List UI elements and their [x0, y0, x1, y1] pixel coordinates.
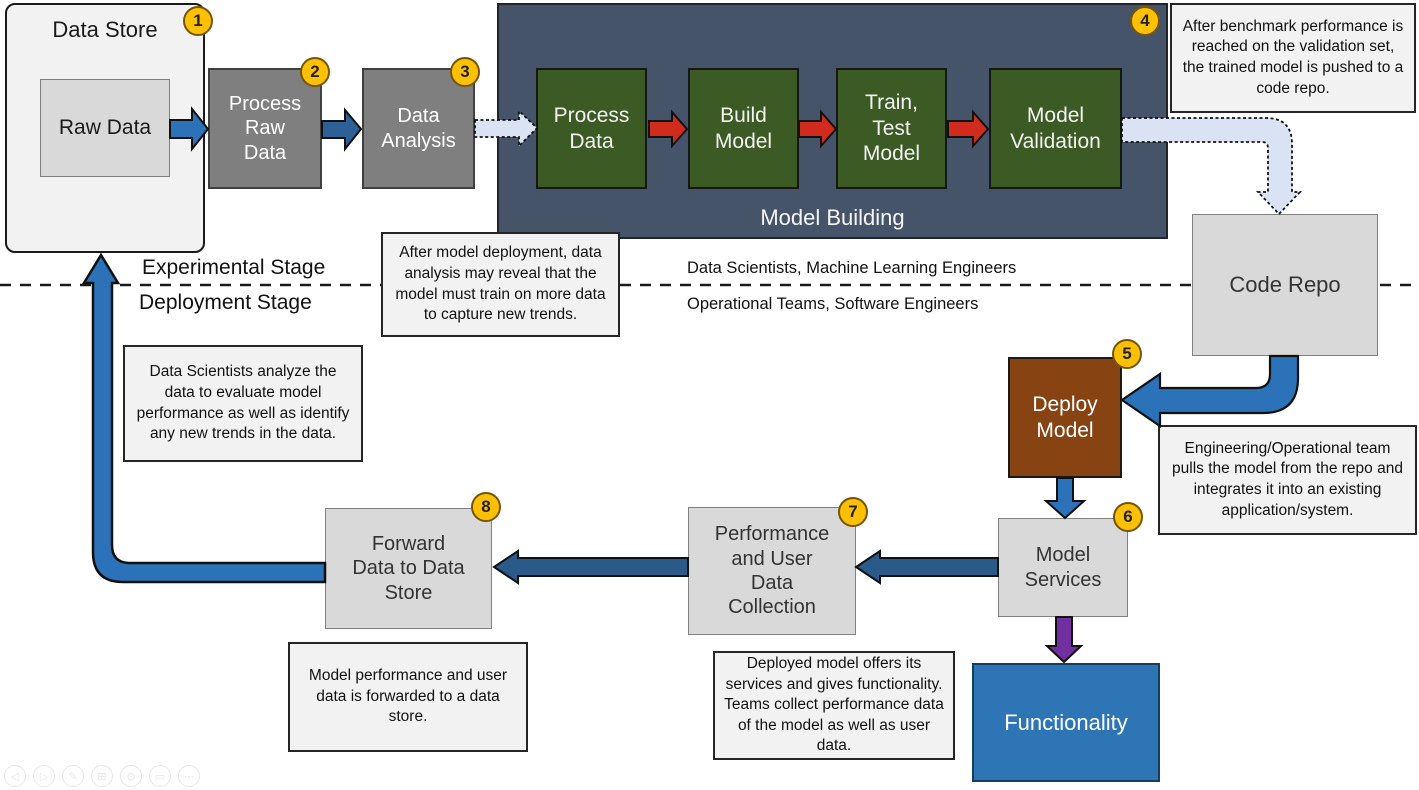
forward-data-label: Forward Data to Data Store: [352, 532, 465, 604]
experimental-stage-label: Experimental Stage: [142, 256, 326, 279]
train-test-model-box: Train, Test Model: [836, 68, 947, 189]
more-options-icon[interactable]: ⋯: [178, 765, 200, 787]
previous-slide-icon[interactable]: ◁: [4, 765, 26, 787]
train-test-model-label: Train, Test Model: [862, 91, 921, 166]
model-services-label: Model Services: [1024, 544, 1102, 591]
model-building-label: Model Building: [760, 205, 905, 230]
forward-data-box: Forward Data to Data Store: [325, 508, 492, 629]
raw-data-box: Raw Data: [40, 79, 170, 177]
see-all-slides-icon[interactable]: ⊞: [91, 765, 113, 787]
note-analyze: Data Scientists analyze the data to eval…: [123, 345, 363, 462]
next-slide-icon[interactable]: ▷: [33, 765, 55, 787]
note-retrain: After model deployment, data analysis ma…: [381, 232, 620, 337]
slideshow-toolbar: ◁ ▷ ✎ ⊞ ⊙ ▭ ⋯: [4, 765, 200, 787]
process-data-box: Process Data: [536, 68, 647, 189]
data-store-label: Data Store: [52, 17, 158, 42]
process-raw-data-box: Process Raw Data: [208, 68, 322, 189]
build-model-box: Build Model: [688, 68, 799, 189]
step-badge-8: 8: [471, 492, 501, 522]
pen-icon[interactable]: ✎: [62, 765, 84, 787]
code-repo-label: Code Repo: [1229, 272, 1341, 297]
model-validation-box: Model Validation: [989, 68, 1122, 189]
step-badge-1: 1: [183, 6, 213, 36]
deployment-stage-label: Deployment Stage: [139, 291, 312, 314]
note-forward: Model performance and user data is forwa…: [288, 642, 528, 752]
step-badge-5: 5: [1112, 339, 1142, 369]
process-data-label: Process Data: [553, 103, 630, 153]
step-badge-7: 7: [838, 497, 868, 527]
step-badge-4: 4: [1130, 6, 1160, 36]
model-validation-label: Model Validation: [1010, 103, 1101, 153]
note-engineering: Engineering/Operational team pulls the m…: [1158, 425, 1417, 535]
data-analysis-box: Data Analysis: [362, 68, 475, 189]
performance-data-collection-label: Performance and User Data Collection: [714, 523, 830, 619]
experimental-roles-label: Data Scientists, Machine Learning Engine…: [687, 259, 1017, 277]
zoom-icon[interactable]: ⊙: [120, 765, 142, 787]
raw-data-label: Raw Data: [58, 116, 152, 139]
step-badge-3: 3: [450, 57, 480, 87]
model-services-box: Model Services: [998, 518, 1128, 617]
performance-data-collection-box: Performance and User Data Collection: [688, 507, 856, 635]
code-repo-box: Code Repo: [1192, 214, 1378, 356]
note-deployed: Deployed model offers its services and g…: [713, 651, 955, 760]
step-badge-6: 6: [1113, 502, 1143, 532]
step-badge-2: 2: [300, 57, 330, 87]
data-analysis-label: Data Analysis: [381, 105, 456, 152]
build-model-label: Build Model: [714, 103, 773, 153]
monitor-icon[interactable]: ▭: [149, 765, 171, 787]
functionality-box: Functionality: [972, 663, 1160, 782]
deploy-model-label: Deploy Model: [1032, 392, 1098, 442]
deployment-roles-label: Operational Teams, Software Engineers: [687, 295, 979, 313]
deploy-model-box: Deploy Model: [1008, 357, 1122, 478]
functionality-label: Functionality: [1004, 709, 1128, 735]
note-benchmark: After benchmark performance is reached o…: [1170, 3, 1416, 113]
process-raw-data-label: Process Raw Data: [228, 92, 302, 164]
